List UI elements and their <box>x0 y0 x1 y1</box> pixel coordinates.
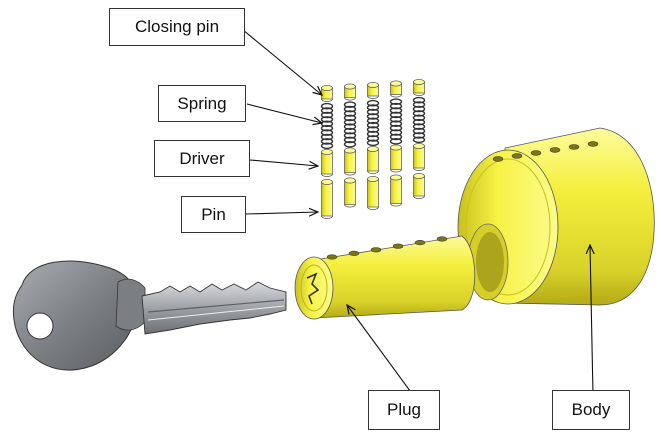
pin-text: Pin <box>201 204 226 224</box>
leader-driver <box>249 159 318 166</box>
plug-pin-hole <box>326 254 338 260</box>
driver-pin <box>413 143 425 171</box>
plug-text: Plug <box>386 400 422 419</box>
plug-pin-holes <box>326 236 448 260</box>
driver-pin <box>390 144 402 173</box>
body-pin-hole <box>568 144 580 150</box>
body-label: Body <box>552 390 630 430</box>
pin-stack <box>389 80 403 207</box>
key-pin <box>367 176 379 210</box>
body-housing <box>457 127 655 306</box>
plug-pin-hole <box>392 243 404 249</box>
spring-text: Spring <box>177 93 227 113</box>
plug-label: Plug <box>368 390 440 430</box>
pin-stacks <box>320 79 426 219</box>
closing-pin-label: Closing pin <box>109 8 245 46</box>
closing-pin <box>367 82 379 99</box>
leader-pin <box>245 212 318 214</box>
leader-closing-pin <box>242 29 322 95</box>
driver-text: Driver <box>179 148 225 168</box>
driver-label: Driver <box>154 140 250 177</box>
pin-label: Pin <box>181 196 246 233</box>
pin-stack <box>412 79 426 199</box>
driver-pin <box>344 147 356 176</box>
spring <box>366 99 380 147</box>
spring <box>343 101 357 148</box>
driver-pin <box>367 146 379 174</box>
pin-stack <box>366 82 380 210</box>
spring-label: Spring <box>158 85 246 122</box>
body-text: Body <box>571 400 611 419</box>
closing-pin <box>390 80 402 98</box>
key-pin <box>344 177 356 208</box>
plug-pin-hole <box>370 247 382 253</box>
plug-pin-hole <box>414 240 426 246</box>
leader-spring <box>246 103 322 123</box>
closing-pin <box>413 79 425 96</box>
key-pin <box>390 174 402 207</box>
body-pin-hole <box>530 150 542 156</box>
body-pin-hole <box>492 156 504 162</box>
body-pin-hole <box>549 147 561 153</box>
body-pin-holes <box>492 141 599 162</box>
closing-pin <box>344 83 356 101</box>
pin-stack <box>320 85 334 219</box>
closing-pin <box>321 85 333 102</box>
body-pin-hole <box>587 141 599 147</box>
spring <box>320 102 334 150</box>
closing-pin-text: Closing pin <box>134 17 220 36</box>
pin-stack <box>343 83 357 208</box>
plug <box>294 235 476 320</box>
key <box>12 260 287 371</box>
key-pin <box>413 173 425 199</box>
driver-pin <box>321 149 333 177</box>
spring <box>389 98 403 145</box>
plug-pin-hole <box>436 236 448 242</box>
leader-body <box>590 245 593 396</box>
spring <box>412 96 426 144</box>
key-pin <box>321 179 333 219</box>
plug-pin-hole <box>348 250 360 256</box>
leader-lines <box>242 29 593 396</box>
body-pin-hole <box>511 153 523 159</box>
leader-plug <box>347 305 414 396</box>
